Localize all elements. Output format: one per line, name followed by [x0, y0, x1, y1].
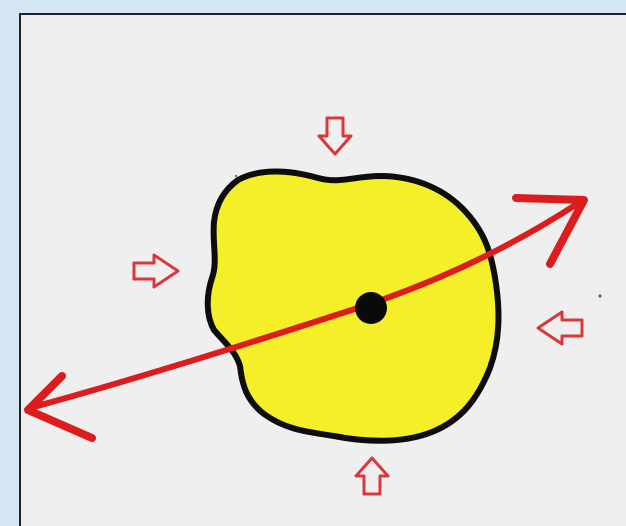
arrow-up-outline-icon	[356, 458, 388, 494]
arrow-left-outline-icon	[538, 312, 582, 344]
yellow-blob	[208, 172, 499, 441]
paper-speck	[235, 175, 237, 177]
paper-speck	[599, 295, 602, 298]
center-dot	[355, 292, 387, 324]
arrow-right-outline-icon	[134, 255, 178, 287]
arrow-down-outline-icon	[319, 118, 351, 154]
